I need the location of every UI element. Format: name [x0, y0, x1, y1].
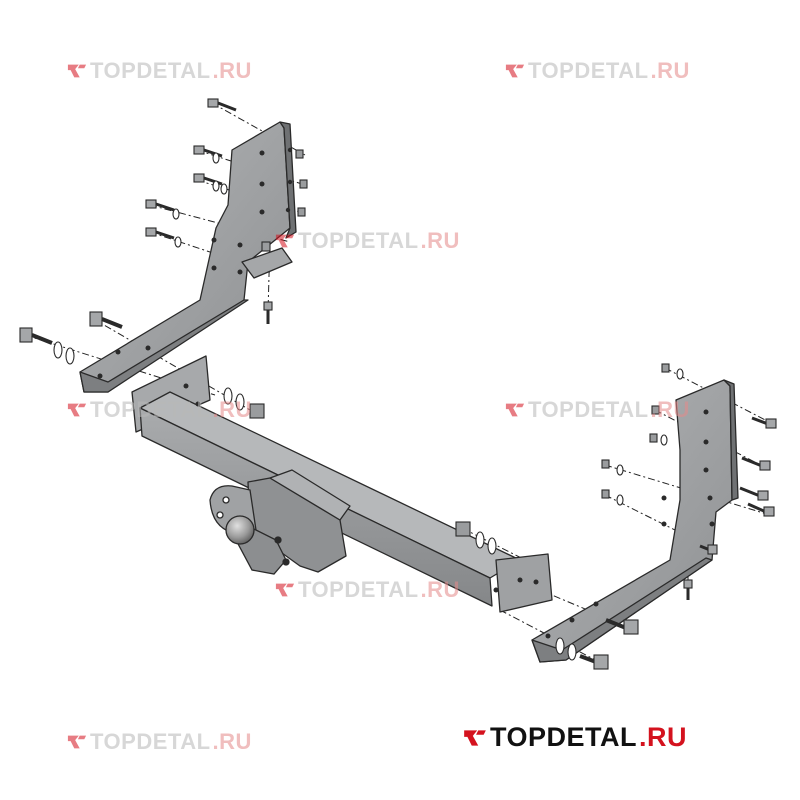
bolt — [89, 311, 123, 329]
bolt — [741, 456, 771, 471]
bolt — [145, 199, 175, 212]
brand-logo-domain: .RU — [639, 722, 688, 752]
watermark-name: TOPDETAL — [298, 228, 419, 253]
watermark-domain: .RU — [212, 397, 252, 422]
right-bracket-holes — [545, 409, 715, 639]
watermark-domain: .RU — [212, 58, 252, 83]
brand-logo-name: TOPDETAL — [490, 722, 638, 752]
topdetal-logo-icon — [67, 735, 87, 749]
bolt — [579, 654, 609, 670]
watermark: TOPDETAL.RU — [274, 228, 460, 254]
bolt — [751, 416, 777, 429]
topdetal-logo-icon — [275, 583, 295, 597]
fasteners — [19, 98, 777, 670]
watermark-name: TOPDETAL — [90, 397, 211, 422]
watermark-name: TOPDETAL — [528, 397, 649, 422]
watermark-domain: .RU — [420, 228, 460, 253]
left-bracket-holes — [97, 147, 293, 379]
watermark: TOPDETAL.RU — [274, 577, 460, 603]
right-bracket — [531, 379, 739, 663]
bolt — [605, 618, 639, 635]
topdetal-logo-icon — [505, 64, 525, 78]
topdetal-logo-icon — [67, 64, 87, 78]
left-bracket — [79, 121, 297, 393]
bolt — [747, 502, 775, 517]
watermark-domain: .RU — [212, 729, 252, 754]
bolt — [145, 227, 175, 240]
topdetal-logo-icon — [505, 403, 525, 417]
topdetal-logo-icon — [275, 234, 295, 248]
tow-ball — [209, 485, 290, 575]
watermark: TOPDETAL.RU — [66, 58, 252, 84]
watermark-domain: .RU — [420, 577, 460, 602]
watermark: TOPDETAL.RU — [504, 397, 690, 423]
main-cross-bar — [131, 355, 553, 613]
watermark-name: TOPDETAL — [298, 577, 419, 602]
watermark: TOPDETAL.RU — [504, 58, 690, 84]
topdetal-logo-icon — [67, 403, 87, 417]
cross-bar-holes — [183, 383, 539, 593]
watermark-domain: .RU — [650, 397, 690, 422]
watermark: TOPDETAL.RU — [66, 397, 252, 423]
bolt — [19, 327, 53, 345]
watermark-name: TOPDETAL — [90, 58, 211, 83]
bolt — [739, 486, 769, 501]
watermark-name: TOPDETAL — [528, 58, 649, 83]
watermark-name: TOPDETAL — [90, 729, 211, 754]
topdetal-logo-icon — [464, 729, 486, 746]
brand-logo: TOPDETAL.RU — [462, 722, 687, 753]
watermark-domain: .RU — [650, 58, 690, 83]
bolt — [699, 544, 718, 555]
watermark: TOPDETAL.RU — [66, 729, 252, 755]
bolt — [207, 98, 237, 112]
